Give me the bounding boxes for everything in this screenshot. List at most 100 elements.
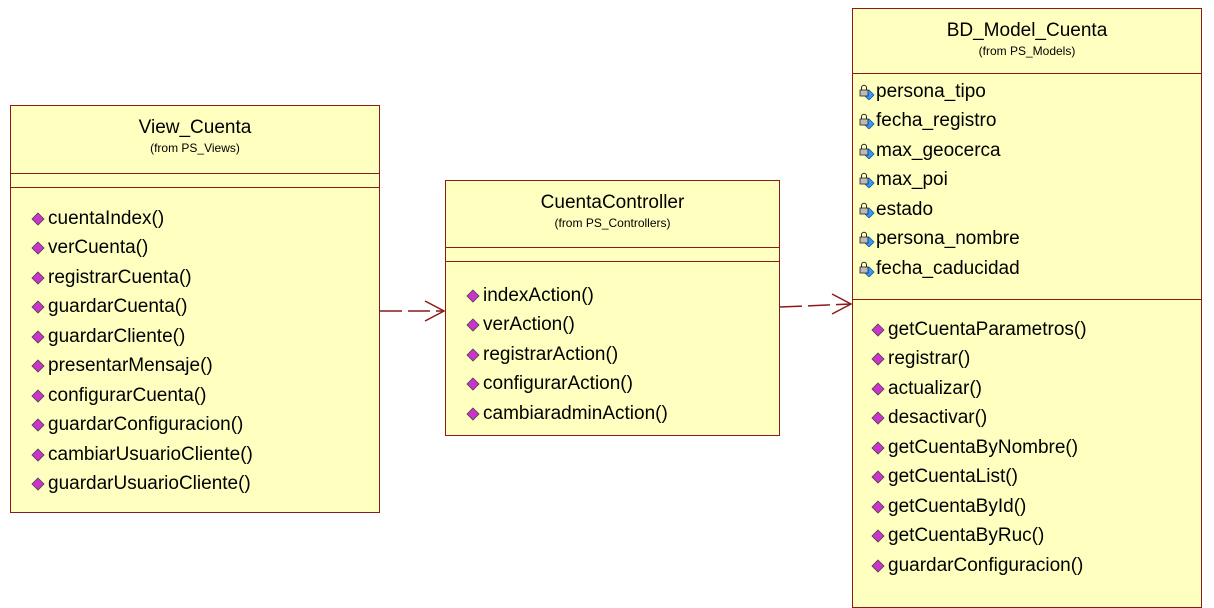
attribute-label: persona_tipo xyxy=(876,80,986,102)
attribute-label: fecha_registro xyxy=(876,110,997,132)
dependency-controller-to-model[interactable] xyxy=(779,293,853,315)
attribute-item[interactable]: persona_tipo xyxy=(859,77,1201,107)
public-method-icon xyxy=(871,410,887,426)
attribute-item[interactable]: persona_nombre xyxy=(859,225,1201,255)
public-method-icon xyxy=(31,299,47,315)
method-item[interactable]: configurarCuenta() xyxy=(31,381,379,411)
class-cuenta-controller[interactable]: CuentaController (from PS_Controllers) i… xyxy=(445,180,780,436)
method-item[interactable]: indexAction() xyxy=(466,281,779,311)
method-label: guardarConfiguracion() xyxy=(888,554,1084,576)
method-item[interactable]: configurarAction() xyxy=(466,370,779,400)
method-item[interactable]: guardarCuenta() xyxy=(31,293,379,323)
method-item[interactable]: registrarCuenta() xyxy=(31,263,379,293)
attribute-label: max_poi xyxy=(876,169,948,191)
method-item[interactable]: verAction() xyxy=(466,311,779,341)
operations-compartment: getCuentaParametros() registrar() actualiz… xyxy=(853,299,1201,581)
private-attribute-icon xyxy=(859,231,875,248)
method-item[interactable]: getCuentaByRuc() xyxy=(871,522,1201,552)
public-method-icon xyxy=(871,440,887,456)
method-item[interactable]: presentarMensaje() xyxy=(31,352,379,382)
attributes-compartment xyxy=(11,173,379,187)
dependency-connectors xyxy=(380,293,853,322)
method-item[interactable]: guardarConfiguracion() xyxy=(31,411,379,441)
class-header: View_Cuenta (from PS_Views) xyxy=(11,106,379,173)
public-method-icon xyxy=(31,270,47,286)
method-list: indexAction() verAction() registrarAction(… xyxy=(466,281,779,429)
attribute-item[interactable]: max_geocerca xyxy=(859,136,1201,166)
public-method-icon xyxy=(466,406,482,422)
method-item[interactable]: verCuenta() xyxy=(31,234,379,264)
method-item[interactable]: desactivar() xyxy=(871,404,1201,434)
method-item[interactable]: cambiarUsuarioCliente() xyxy=(31,440,379,470)
method-item[interactable]: getCuentaById() xyxy=(871,492,1201,522)
method-label: cambiarUsuarioCliente() xyxy=(48,443,253,465)
attribute-item[interactable]: estado xyxy=(859,195,1201,225)
attribute-label: fecha_caducidad xyxy=(876,257,1020,279)
method-item[interactable]: cambiaradminAction() xyxy=(466,399,779,429)
class-bd-model-cuenta[interactable]: BD_Model_Cuenta (from PS_Models) persona… xyxy=(852,8,1202,608)
method-label: getCuentaParametros() xyxy=(888,318,1087,340)
method-label: getCuentaList() xyxy=(888,466,1018,488)
class-name: CuentaController xyxy=(540,192,685,213)
dependency-view-to-controller[interactable] xyxy=(380,300,446,322)
method-item[interactable]: guardarConfiguracion() xyxy=(871,551,1201,581)
method-item[interactable]: getCuentaList() xyxy=(871,463,1201,493)
method-item[interactable]: guardarCliente() xyxy=(31,322,379,352)
method-label: cambiaradminAction() xyxy=(483,402,668,424)
public-method-icon xyxy=(31,240,47,256)
attribute-item[interactable]: fecha_caducidad xyxy=(859,254,1201,284)
method-label: actualizar() xyxy=(888,377,982,399)
method-label: guardarConfiguracion() xyxy=(48,414,244,436)
method-item[interactable]: getCuentaParametros() xyxy=(871,315,1201,345)
private-attribute-icon xyxy=(859,172,875,189)
public-method-icon xyxy=(871,381,887,397)
method-list: cuentaIndex() verCuenta() registrarCuenta(… xyxy=(31,204,379,499)
class-name: BD_Model_Cuenta xyxy=(946,20,1108,41)
method-label: indexAction() xyxy=(483,284,594,306)
method-label: registrar() xyxy=(888,348,971,370)
class-name: View_Cuenta xyxy=(138,117,252,138)
attribute-label: persona_nombre xyxy=(876,228,1020,250)
public-method-icon xyxy=(871,322,887,338)
private-attribute-icon xyxy=(859,113,875,130)
public-method-icon xyxy=(871,469,887,485)
attribute-label: estado xyxy=(876,198,934,220)
method-item[interactable]: guardarUsuarioCliente() xyxy=(31,470,379,500)
attribute-item[interactable]: fecha_registro xyxy=(859,107,1201,137)
private-attribute-icon xyxy=(859,202,875,218)
public-method-icon xyxy=(466,288,482,304)
public-method-icon xyxy=(31,358,47,374)
method-label: configurarCuenta() xyxy=(48,384,207,406)
private-attribute-icon xyxy=(859,84,875,100)
class-package: (from PS_Controllers) xyxy=(554,216,671,230)
attribute-item[interactable]: max_poi xyxy=(859,166,1201,196)
public-method-icon xyxy=(31,388,47,404)
method-label: verCuenta() xyxy=(48,237,149,259)
method-item[interactable]: getCuentaByNombre() xyxy=(871,433,1201,463)
class-package: (from PS_Views) xyxy=(150,141,240,155)
method-label: guardarCliente() xyxy=(48,325,186,347)
method-item[interactable]: registrarAction() xyxy=(466,340,779,370)
public-method-icon xyxy=(871,499,887,515)
method-item[interactable]: registrar() xyxy=(871,345,1201,375)
method-label: presentarMensaje() xyxy=(48,355,213,377)
public-method-icon xyxy=(871,528,887,544)
class-package: (from PS_Models) xyxy=(978,44,1076,58)
attribute-label: max_geocerca xyxy=(876,139,1001,161)
method-list: getCuentaParametros() registrar() actualiz… xyxy=(871,315,1201,581)
method-label: registrarCuenta() xyxy=(48,266,192,288)
method-label: registrarAction() xyxy=(483,343,619,365)
public-method-icon xyxy=(31,329,47,345)
method-item[interactable]: cuentaIndex() xyxy=(31,204,379,234)
class-view-cuenta[interactable]: View_Cuenta (from PS_Views) cuentaIndex(… xyxy=(10,105,380,513)
private-attribute-icon xyxy=(859,261,875,277)
method-label: getCuentaByNombre() xyxy=(888,436,1079,458)
method-label: verAction() xyxy=(483,314,575,336)
method-item[interactable]: actualizar() xyxy=(871,374,1201,404)
public-method-icon xyxy=(466,376,482,392)
method-label: configurarAction() xyxy=(483,373,633,395)
public-method-icon xyxy=(466,347,482,363)
public-method-icon xyxy=(31,211,47,227)
